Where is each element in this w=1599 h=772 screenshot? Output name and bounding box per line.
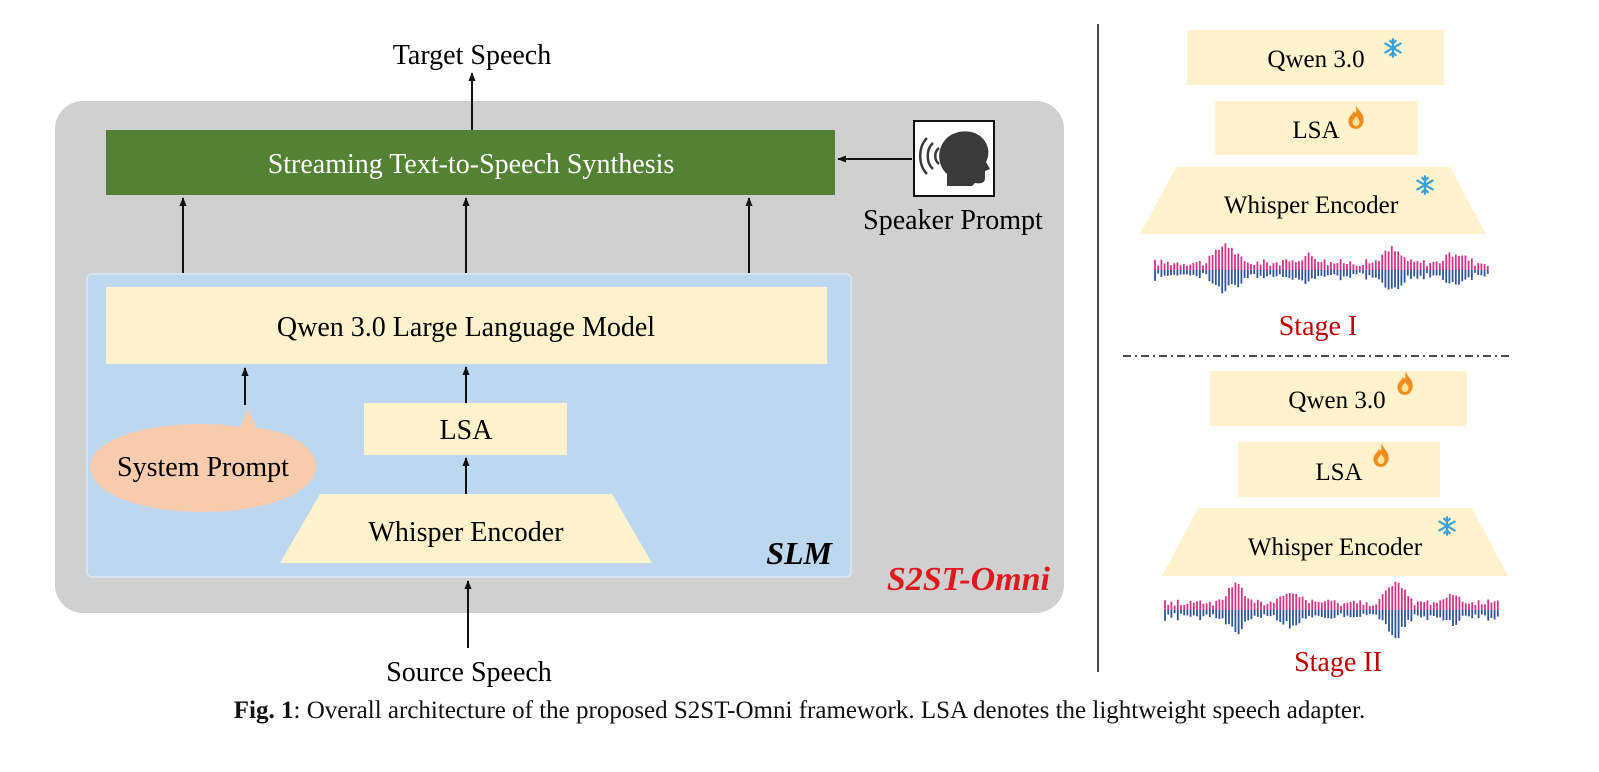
caption-text: : Overall architecture of the proposed S… <box>293 697 1366 724</box>
stage2-lsa-box <box>1238 442 1440 497</box>
tts-box <box>106 130 835 195</box>
stage2-qwen-label: Qwen 3.0 <box>1288 387 1385 414</box>
lsa-box <box>364 403 567 455</box>
stage1-lsa-label: LSA <box>1292 117 1339 144</box>
source-speech-label: Source Speech <box>386 657 552 688</box>
stage2-qwen-box <box>1210 371 1467 426</box>
slm-label: SLM <box>766 535 833 571</box>
caption-label: Fig. 1 <box>233 697 294 724</box>
framework-label: S2ST-Omni <box>887 561 1051 598</box>
figure-caption: Fig. 1: Overall architecture of the prop… <box>0 697 1599 725</box>
tts-label: Streaming Text-to-Speech Synthesis <box>268 149 675 180</box>
whisper-encoder-shape <box>280 494 652 563</box>
stage1-whisper-label: Whisper Encoder <box>1224 192 1399 219</box>
speaker-prompt-label: Speaker Prompt <box>863 205 1043 236</box>
system-prompt-label: System Prompt <box>117 452 289 483</box>
stage1-lsa-box <box>1215 101 1418 155</box>
whisper-encoder-label: Whisper Encoder <box>368 517 564 548</box>
stage1-whisper-shape <box>1140 167 1486 234</box>
speaking-head-icon <box>919 131 990 186</box>
stage2-label: Stage II <box>1294 647 1382 678</box>
stage2-whisper-label: Whisper Encoder <box>1248 534 1423 561</box>
lsa-label: LSA <box>440 415 494 446</box>
stage2-lsa-label: LSA <box>1315 459 1362 486</box>
llm-label: Qwen 3.0 Large Language Model <box>277 312 655 343</box>
stage2-whisper-shape <box>1162 508 1508 576</box>
stage1-label: Stage I <box>1279 311 1358 342</box>
target-speech-label: Target Speech <box>393 40 551 71</box>
stage1-qwen-label: Qwen 3.0 <box>1267 46 1364 73</box>
stage1-qwen-box <box>1187 30 1444 85</box>
system-prompt-bubble <box>90 409 316 512</box>
stage2-waveform-icon <box>1164 581 1499 639</box>
stage1-waveform-icon <box>1154 243 1489 294</box>
llm-box <box>106 287 827 364</box>
